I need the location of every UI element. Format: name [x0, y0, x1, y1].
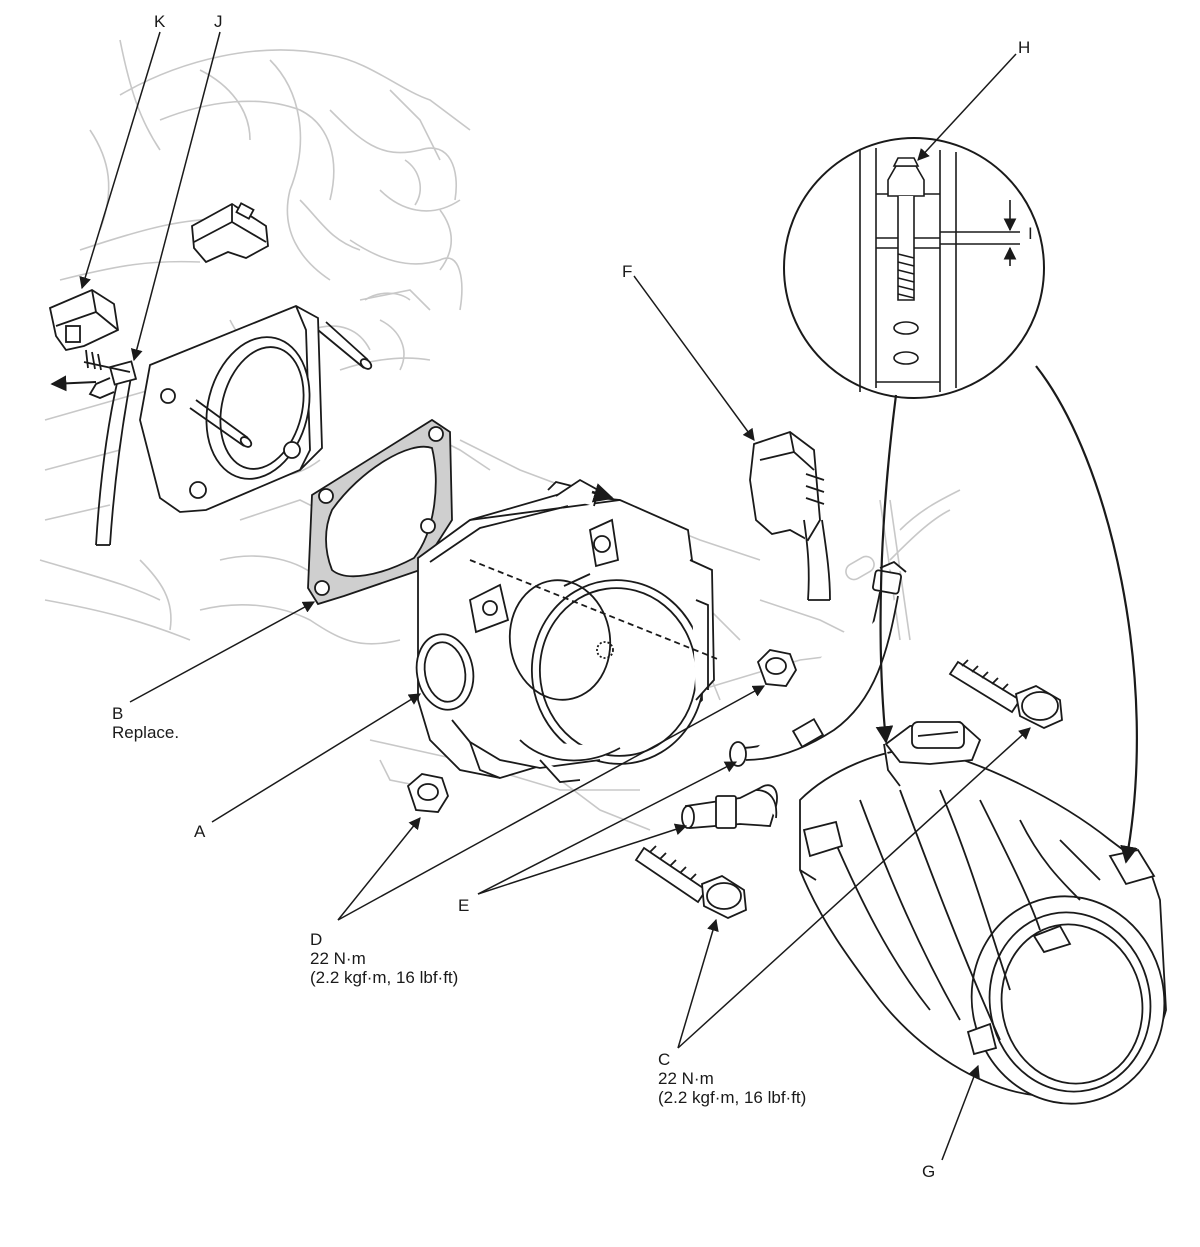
label-j: J: [214, 12, 223, 31]
label-h: H: [1018, 38, 1031, 57]
leader-k: [79, 31, 161, 290]
intake-air-duct: [799, 721, 1167, 1105]
leader-lines: [79, 31, 1031, 1161]
nut-upper: [756, 649, 797, 687]
label-b-note: Replace.: [112, 723, 180, 742]
leader-a: [211, 693, 422, 823]
water-hose: [729, 560, 907, 767]
label-d-torque: 22 N·m: [310, 949, 366, 968]
leader-e-upper: [477, 761, 738, 895]
leader-g: [941, 1064, 980, 1161]
label-e: E: [458, 896, 470, 915]
leader-h: [917, 53, 1017, 161]
arrow-detail-to-clamp-right: [1035, 365, 1138, 864]
leader-b: [129, 601, 316, 703]
bolt-lower: [634, 845, 747, 919]
label-a: A: [194, 822, 206, 841]
wire-harness: [83, 349, 138, 546]
leader-c-upper: [677, 727, 1031, 1049]
small-hose: [681, 784, 778, 829]
harness-connector: [48, 288, 119, 352]
tp-sensor-connector: [749, 430, 831, 601]
leader-f: [633, 275, 755, 441]
throttle-body: [415, 478, 721, 783]
label-c-torque-alt: (2.2 kgf·m, 16 lbf·ft): [658, 1088, 807, 1107]
leader-e-lower: [477, 823, 688, 895]
label-f: F: [622, 262, 633, 281]
leader-c-lower: [677, 918, 719, 1049]
sensor-connector: [191, 202, 269, 264]
detail-bolt-gap: [859, 148, 1020, 392]
label-d: D: [310, 930, 323, 949]
arrow-throttle-screw: [591, 483, 614, 503]
label-k: K: [154, 12, 166, 31]
label-i: I: [1028, 224, 1033, 243]
gasket: [307, 418, 453, 606]
leader-j: [130, 31, 221, 362]
arrow-detail-to-clamp-left: [875, 394, 898, 744]
leader-d-upper: [337, 685, 766, 921]
nut-lower: [406, 773, 449, 813]
label-g: G: [922, 1162, 936, 1181]
label-c-torque: 22 N·m: [658, 1069, 714, 1088]
label-c: C: [658, 1050, 671, 1069]
label-b: B: [112, 704, 124, 723]
leader-d-lower: [337, 817, 421, 921]
bolt-upper: [948, 659, 1063, 729]
label-d-torque-alt: (2.2 kgf·m, 16 lbf·ft): [310, 968, 459, 987]
arrow-disconnect: [50, 375, 97, 392]
intake-manifold-flange: [139, 305, 373, 513]
